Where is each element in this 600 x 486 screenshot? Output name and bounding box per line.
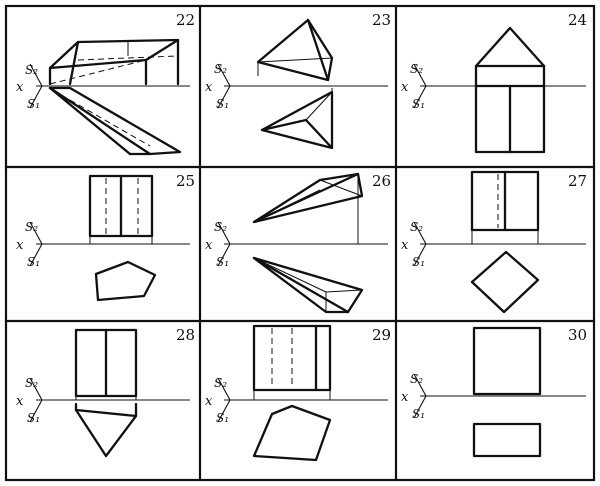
s2-label: S₂	[214, 376, 227, 390]
panel-22: 22 S₂ x S₁	[16, 11, 195, 156]
horizontal-projection	[94, 260, 157, 302]
panel-number: 23	[372, 11, 391, 29]
panel-30: 30 S₂ x S₁	[401, 326, 587, 458]
x-label: x	[401, 238, 409, 253]
axis-marker: S₂ x S₁	[401, 220, 586, 269]
panel-number: 26	[372, 172, 391, 190]
horizontal-projection	[470, 250, 540, 314]
s1-label: S₁	[216, 411, 229, 425]
frontal-projection	[252, 324, 332, 400]
x-label: x	[401, 80, 409, 95]
panel-number: 24	[568, 11, 587, 29]
horizontal-projection	[474, 84, 546, 154]
panel-24: 24 S₂ x S₁	[401, 11, 587, 154]
frontal-projection	[256, 18, 334, 82]
x-label: x	[401, 390, 409, 405]
axis-marker: S₂ x S₁	[205, 220, 388, 269]
frontal-projection	[74, 328, 138, 400]
s2-label: S₂	[25, 220, 38, 234]
horizontal-projection	[472, 422, 542, 458]
s1-label: S₁	[27, 97, 40, 111]
axis-marker: S₂ x S₁	[16, 63, 190, 111]
s1-label: S₁	[412, 407, 425, 421]
axis-marker: S₂ x S₁	[16, 376, 190, 425]
panel-number: 28	[176, 326, 195, 344]
panel-grid	[4, 4, 596, 482]
x-label: x	[16, 80, 24, 95]
x-label: x	[205, 80, 213, 95]
panel-28: 28 S₂ x S₁	[16, 326, 195, 458]
s1-label: S₁	[216, 97, 229, 111]
x-label: x	[16, 394, 24, 409]
horizontal-projection	[252, 256, 364, 314]
s1-label: S₁	[412, 255, 425, 269]
panel-number: 27	[568, 172, 587, 190]
panel-27: 27 S₂ x S₁	[401, 170, 587, 314]
axis-marker: S₂ x S₁	[401, 372, 586, 421]
s2-label: S₂	[25, 376, 38, 390]
frontal-projection	[48, 38, 180, 86]
panel-25: 25 S₂ x S₁	[16, 172, 195, 302]
s2-label: S₂	[214, 220, 227, 234]
panel-number: 30	[568, 326, 587, 344]
horizontal-projection	[252, 404, 332, 462]
frontal-projection	[474, 26, 546, 88]
s2-label: S₂	[214, 62, 227, 76]
frontal-projection	[252, 172, 364, 244]
x-label: x	[205, 238, 213, 253]
panel-23: 23 S₂ x S₁	[205, 11, 391, 150]
s1-label: S₁	[27, 255, 40, 269]
horizontal-projection	[48, 86, 182, 156]
s2-label: S₂	[410, 220, 423, 234]
s1-label: S₁	[27, 411, 40, 425]
s2-label: S₂	[25, 63, 38, 77]
panel-number: 25	[176, 172, 195, 190]
s2-label: S₂	[410, 62, 423, 76]
frontal-projection	[88, 174, 154, 244]
s2-label: S₂	[410, 372, 423, 386]
x-label: x	[205, 394, 213, 409]
panel-29: 29 S₂ x S₁	[205, 324, 391, 462]
axis-marker: S₂ x S₁	[205, 62, 388, 111]
s1-label: S₁	[412, 97, 425, 111]
panel-number: 22	[176, 11, 195, 29]
frontal-projection	[470, 170, 540, 244]
axis-marker: S₂ x S₁	[205, 376, 388, 425]
frontal-projection	[472, 326, 542, 396]
axis-marker: S₂ x S₁	[16, 220, 190, 269]
panel-26: 26 S₂ x S₁	[205, 172, 391, 314]
horizontal-projection	[260, 88, 334, 150]
s1-label: S₁	[216, 255, 229, 269]
panel-number: 29	[372, 326, 391, 344]
x-label: x	[16, 238, 24, 253]
horizontal-projection	[74, 402, 138, 458]
